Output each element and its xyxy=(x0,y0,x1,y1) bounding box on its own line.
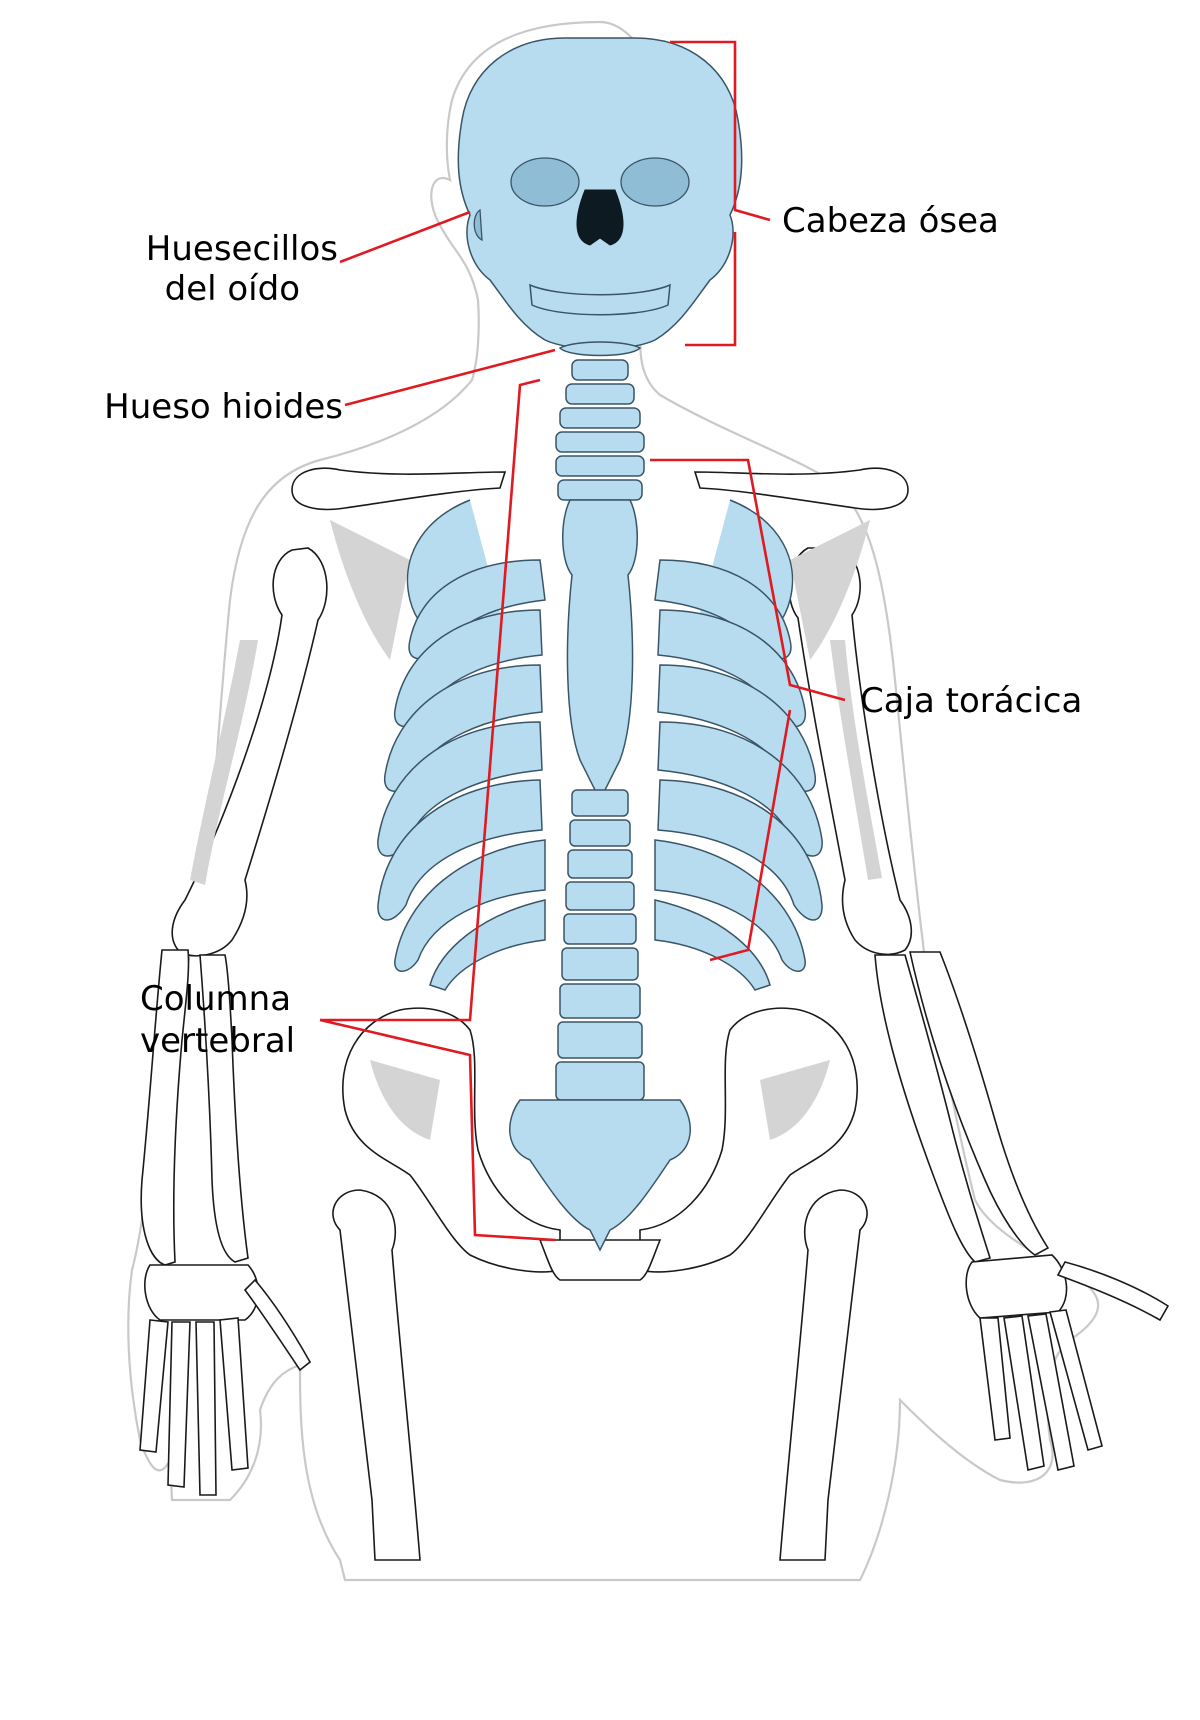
leader-lines xyxy=(319,40,846,1242)
skull-label: Cabeza ósea xyxy=(782,201,999,241)
right-ulna xyxy=(874,954,992,1263)
hyoid-leader xyxy=(344,348,556,407)
left-humerus xyxy=(171,547,328,957)
ossicles-leader xyxy=(339,210,471,264)
skull xyxy=(457,37,743,350)
spine-bracket xyxy=(319,378,556,1242)
skull-bracket xyxy=(670,40,771,347)
right-hand xyxy=(965,1254,1170,1471)
left-radius xyxy=(140,949,190,1266)
right-radius xyxy=(909,951,1050,1256)
shoulder-girdle xyxy=(291,467,909,660)
rib-cage xyxy=(377,499,823,991)
cervical-spine xyxy=(555,359,645,501)
left-femur xyxy=(332,1189,421,1561)
left-hand xyxy=(139,1264,312,1496)
sternum xyxy=(562,499,638,802)
teeth xyxy=(529,283,671,316)
ear-ossicles-region xyxy=(473,208,483,242)
pelvis xyxy=(342,1007,858,1281)
spine-label-line1: Columna xyxy=(140,979,291,1019)
hyoid-bone xyxy=(558,341,642,357)
femurs xyxy=(332,1189,868,1561)
ribcage-label: Caja torácica xyxy=(860,681,1082,721)
axial-skeleton xyxy=(377,37,823,1252)
sacrum xyxy=(509,1099,691,1252)
nasal-cavity xyxy=(576,189,624,246)
labels: Huesecillos del oído Cabeza ósea Hueso h… xyxy=(104,201,1082,1061)
spine-label-line2: vertebral xyxy=(140,1021,295,1061)
right-femur xyxy=(779,1189,868,1561)
ossicles-label-line1: Huesecillos xyxy=(146,229,338,269)
left-arm xyxy=(139,547,328,1496)
pubic-symphysis xyxy=(538,1239,662,1281)
vertebral-column xyxy=(555,789,645,1101)
ossicles-label-line2: del oído xyxy=(165,269,300,309)
right-arm xyxy=(788,547,1170,1471)
left-clavicle xyxy=(291,467,507,511)
left-ulna xyxy=(199,954,249,1263)
hyoid-label: Hueso hioides xyxy=(104,387,343,427)
right-clavicle xyxy=(693,467,909,511)
ribcage-bracket xyxy=(650,458,846,962)
